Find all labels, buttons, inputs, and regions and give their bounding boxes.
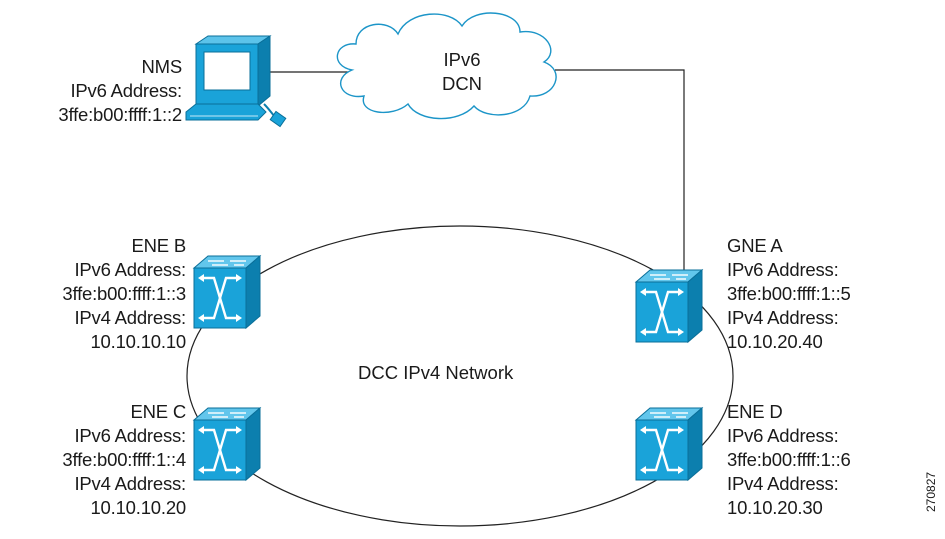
ene-d-label: ENE D IPv6 Address: 3ffe:b00:ffff:1::6 I… (727, 400, 851, 520)
network-label: DCC IPv4 Network (358, 362, 514, 383)
ene-b-ipv6: 3ffe:b00:ffff:1::3 (62, 283, 186, 304)
ene-c-name: ENE C (130, 401, 186, 422)
cloud-label: IPv6 DCN (402, 48, 522, 96)
ene-d-name: ENE D (727, 401, 783, 422)
ene-c-ipv6-label: IPv6 Address: (74, 425, 186, 446)
ene-b-ipv6-label: IPv6 Address: (74, 259, 186, 280)
cloud-gne-link (555, 69, 685, 272)
nms-name: NMS (141, 56, 182, 77)
gne-a-ipv4-label: IPv4 Address: (727, 307, 839, 328)
switch-icon-ene-c (192, 406, 262, 482)
cloud-icon (336, 12, 557, 120)
ene-b-label: ENE B IPv6 Address: 3ffe:b00:ffff:1::3 I… (62, 234, 186, 354)
gne-a-ipv4: 10.10.20.40 (727, 331, 823, 352)
gne-a-label: GNE A IPv6 Address: 3ffe:b00:ffff:1::5 I… (727, 234, 851, 354)
ene-c-ipv4: 10.10.10.20 (90, 497, 186, 518)
gne-a-ipv6: 3ffe:b00:ffff:1::5 (727, 283, 851, 304)
ene-d-ipv6-label: IPv6 Address: (727, 425, 839, 446)
gne-a-ipv6-label: IPv6 Address: (727, 259, 839, 280)
ene-b-name: ENE B (131, 235, 186, 256)
switch-icon-ene-d (634, 406, 704, 482)
ipv4-ring (186, 225, 734, 527)
ene-c-ipv6: 3ffe:b00:ffff:1::4 (62, 449, 186, 470)
ene-b-ipv4: 10.10.10.10 (90, 331, 186, 352)
computer-icon (185, 35, 287, 128)
figure-id: 270827 (924, 471, 938, 512)
nms-ipv6: 3ffe:b00:ffff:1::2 (58, 104, 182, 125)
cloud-line1: IPv6 (443, 49, 481, 70)
ene-c-label: ENE C IPv6 Address: 3ffe:b00:ffff:1::4 I… (62, 400, 186, 520)
ene-d-ipv6: 3ffe:b00:ffff:1::6 (727, 449, 851, 470)
gne-a-name: GNE A (727, 235, 783, 256)
cloud-line2: DCN (441, 73, 483, 94)
nms-label: NMS IPv6 Address: 3ffe:b00:ffff:1::2 (58, 55, 182, 127)
ene-d-ipv4: 10.10.20.30 (727, 497, 823, 518)
switch-icon-gne-a (634, 268, 704, 344)
switch-icon-ene-b (192, 254, 262, 330)
ene-b-ipv4-label: IPv4 Address: (74, 307, 186, 328)
ene-c-ipv4-label: IPv4 Address: (74, 473, 186, 494)
ene-d-ipv4-label: IPv4 Address: (727, 473, 839, 494)
nms-ipv6-label: IPv6 Address: (70, 80, 182, 101)
